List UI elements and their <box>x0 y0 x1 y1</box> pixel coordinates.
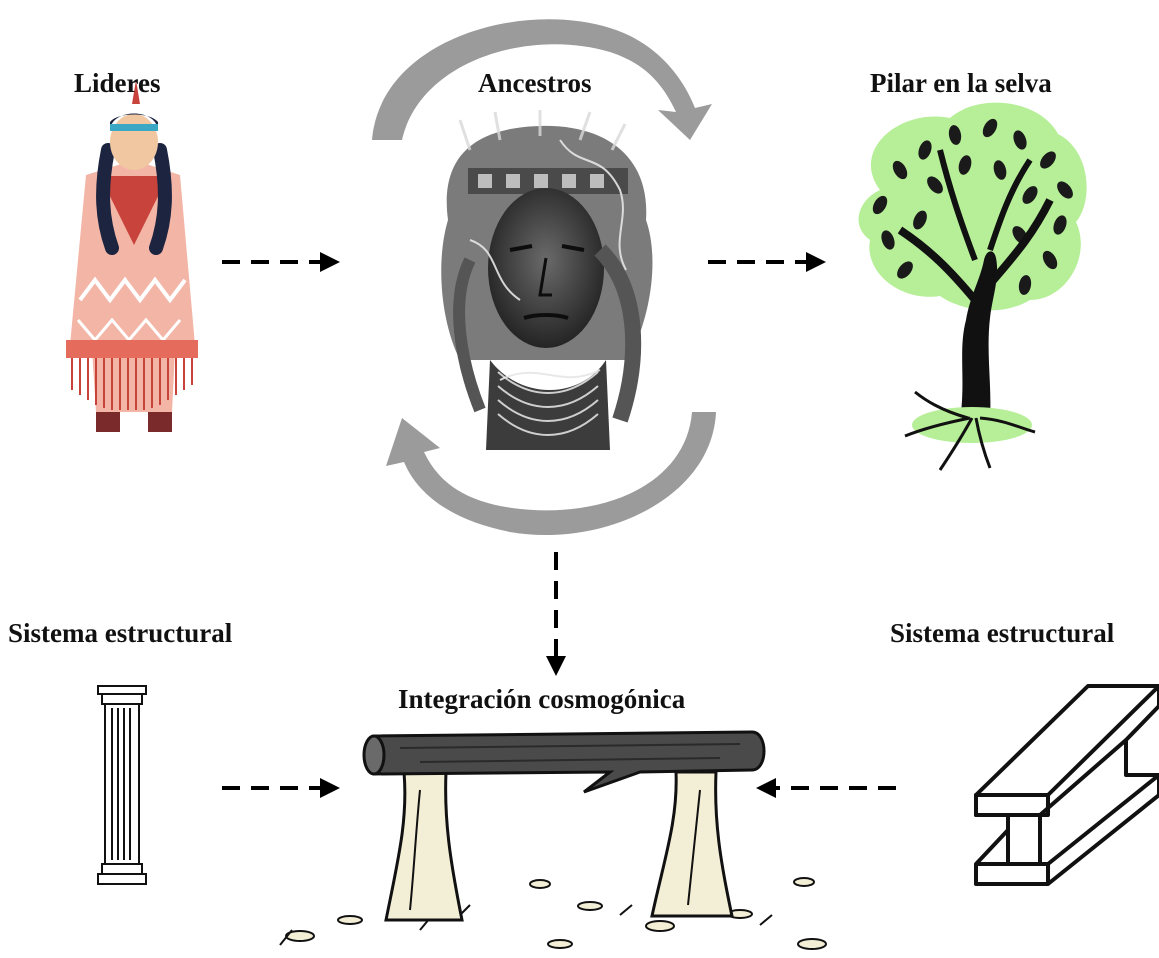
log-bench-icon <box>279 730 827 950</box>
tree-of-life-icon <box>858 102 1087 471</box>
dashed-arrows <box>222 252 896 798</box>
cycle-arrows <box>372 19 716 536</box>
cosmogonic-integration-label: Integración cosmogónica <box>398 684 686 714</box>
cycle-arrow-top <box>372 19 712 140</box>
pillar-label: Pilar en la selva <box>870 68 1052 98</box>
greek-column-icon <box>97 685 147 885</box>
cycle-arrow-bottom <box>386 412 716 536</box>
steel-i-beam-icon <box>974 684 1159 886</box>
indigenous-woman-icon <box>66 80 198 432</box>
leaders-label: Lideres <box>74 68 161 98</box>
chief-portrait-icon <box>441 110 653 450</box>
ancestors-label: Ancestros <box>478 68 592 98</box>
structural-system-right-label: Sistema estructural <box>890 618 1115 648</box>
structural-system-left-label: Sistema estructural <box>8 618 233 648</box>
